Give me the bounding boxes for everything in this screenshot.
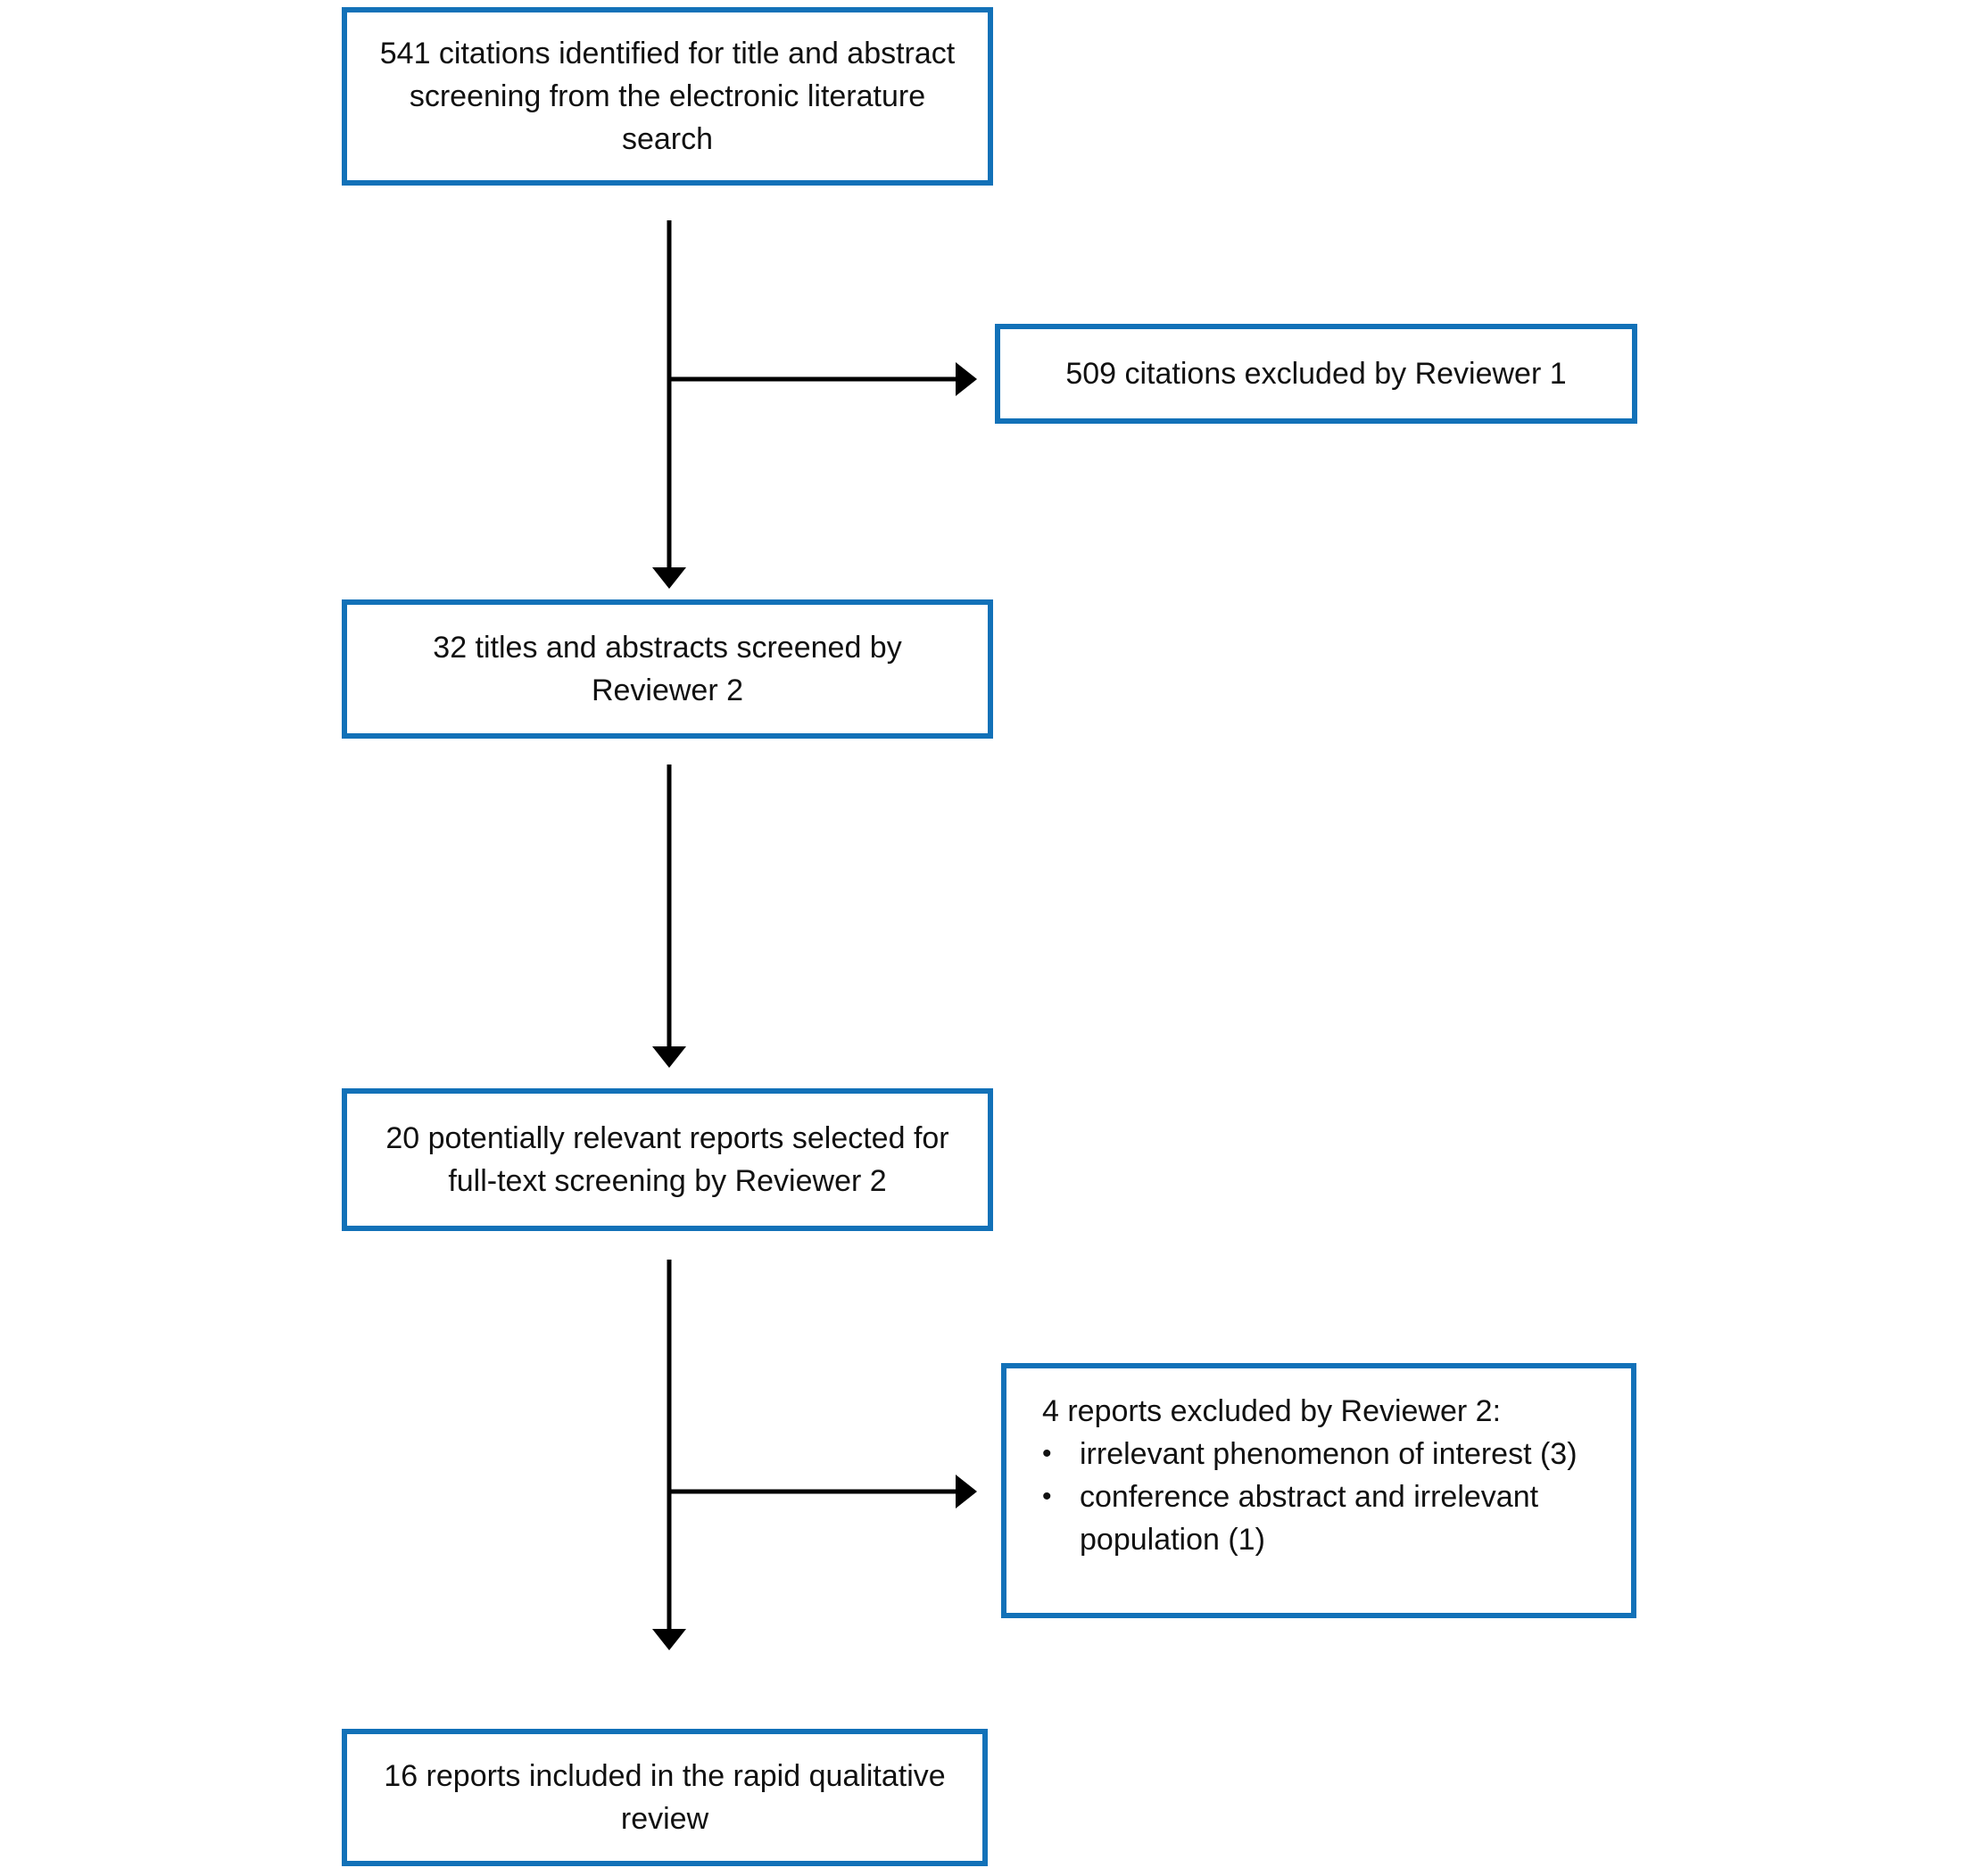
box-fulltext-selected: 20 potentially relevant reports selected… xyxy=(342,1088,993,1231)
arrow-branch-excluded-reviewer1 xyxy=(669,362,977,396)
arrow-screened-to-fulltext xyxy=(652,764,686,1068)
excluded-reviewer2-bullet-text: irrelevant phenomenon of interest (3) xyxy=(1080,1437,1578,1471)
included-text: 16 reports included in the rapid qualita… xyxy=(384,1759,946,1836)
box-citations-identified: 541 citations identified for title and a… xyxy=(342,7,993,186)
box-excluded-reviewer2: 4 reports excluded by Reviewer 2: • irre… xyxy=(1001,1363,1636,1618)
box-included: 16 reports included in the rapid qualita… xyxy=(342,1729,988,1866)
arrow-identified-to-screened xyxy=(652,220,686,589)
excluded-reviewer1-text: 509 citations excluded by Reviewer 1 xyxy=(1065,357,1567,391)
bullet-icon: • xyxy=(1042,1439,1052,1468)
excluded-reviewer2-heading: 4 reports excluded by Reviewer 2: xyxy=(1042,1394,1502,1428)
citations-identified-text: 541 citations identified for title and a… xyxy=(379,37,956,156)
screened-reviewer2-text: 32 titles and abstracts screened by Revi… xyxy=(433,631,902,707)
excluded-reviewer2-bullet-item: • conference abstract and irrelevant pop… xyxy=(1042,1475,1606,1561)
fulltext-selected-text: 20 potentially relevant reports selected… xyxy=(385,1121,949,1198)
arrow-fulltext-to-included xyxy=(652,1260,686,1650)
box-screened-reviewer2: 32 titles and abstracts screened by Revi… xyxy=(342,599,993,739)
arrow-branch-excluded-reviewer2 xyxy=(669,1475,977,1508)
bullet-icon: • xyxy=(1042,1482,1052,1511)
excluded-reviewer2-bullet-item: • irrelevant phenomenon of interest (3) xyxy=(1042,1433,1606,1475)
excluded-reviewer2-bullet-text: conference abstract and irrelevant popul… xyxy=(1080,1480,1539,1557)
box-excluded-reviewer1: 509 citations excluded by Reviewer 1 xyxy=(995,324,1637,424)
